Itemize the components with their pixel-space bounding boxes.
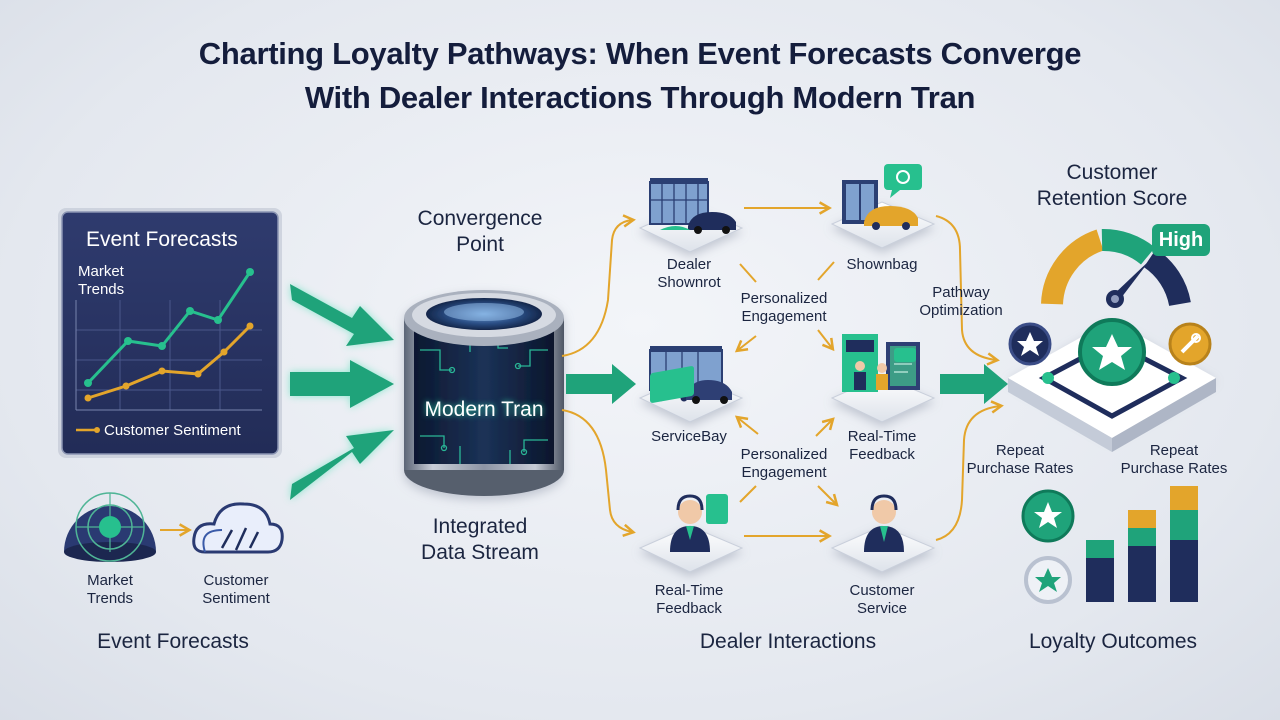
panel-market-trends-label: Market Trends bbox=[78, 263, 125, 298]
node-label-showroom: Dealer Shownrot bbox=[657, 256, 721, 291]
customer-service-agent-icon bbox=[864, 494, 904, 552]
agent-headset-icon bbox=[650, 366, 728, 552]
customer-sentiment-points bbox=[84, 322, 254, 402]
event-forecasts-section-label: Event Forecasts bbox=[97, 630, 249, 653]
repeat-purchase-label-right: Repeat Purchase Rates bbox=[1120, 442, 1228, 477]
pathway-optimization-label: Pathway Optimization bbox=[919, 284, 1003, 319]
node-label-customer-service: Customer Service bbox=[849, 582, 915, 617]
engagement-label-mid: Personalized Engagement bbox=[740, 446, 828, 481]
loyalty-outcomes-section-label: Loyalty Outcomes bbox=[1028, 630, 1198, 653]
wrench-medal-gold-icon bbox=[1168, 322, 1212, 366]
panel-sentiment-legend: Customer Sentiment bbox=[104, 422, 241, 439]
customer-sentiment-line bbox=[87, 324, 252, 400]
star-medal-teal-icon bbox=[1078, 318, 1146, 386]
showroom-building-icon bbox=[649, 178, 736, 234]
output-arrow bbox=[566, 364, 636, 404]
market-trends-line bbox=[86, 271, 252, 385]
customer-sentiment-label: Customer Sentiment bbox=[202, 572, 270, 607]
panel-title: Event Forecasts bbox=[86, 228, 238, 251]
loyalty-medal-teal-icon bbox=[1021, 489, 1075, 543]
loyalty-bar-mid-3 bbox=[1170, 510, 1198, 540]
customer-sentiment-cloud-icon bbox=[192, 502, 284, 554]
gauge-high-label: High bbox=[1158, 229, 1204, 251]
engagement-label-top: Personalized Engagement bbox=[740, 290, 828, 325]
market-trends-label: Market Trends bbox=[86, 572, 134, 607]
market-trends-points bbox=[84, 268, 254, 387]
loyalty-medal-silver-icon bbox=[1024, 556, 1072, 604]
dealer-tiles bbox=[638, 164, 936, 573]
event-forecasts-panel bbox=[58, 208, 282, 458]
cylinder-label: Modern Tran bbox=[424, 398, 544, 421]
convergence-heading: Convergence Point bbox=[417, 207, 543, 256]
title-line-1: Charting Loyalty Pathways: When Event Fo… bbox=[198, 36, 1082, 71]
retention-gauge bbox=[1041, 224, 1210, 308]
modern-tran-cylinder bbox=[404, 290, 564, 496]
market-trends-radar-icon bbox=[64, 492, 156, 562]
outcome-arrow bbox=[940, 364, 1008, 404]
star-medal-navy-icon bbox=[1008, 322, 1052, 366]
feedback-kiosk-icon bbox=[842, 334, 920, 392]
node-label-feedback-mid: Real-Time Feedback bbox=[847, 428, 917, 463]
showbag-display-icon bbox=[842, 164, 922, 230]
title-line-2: With Dealer Interactions Through Modern … bbox=[304, 80, 976, 115]
dealer-connectors bbox=[561, 201, 1004, 543]
loyalty-bar-cap-1 bbox=[1086, 540, 1114, 558]
loyalty-bar-cap-3 bbox=[1170, 486, 1198, 510]
integrated-stream-heading: Integrated Data Stream bbox=[421, 515, 539, 564]
dealer-interactions-section-label: Dealer Interactions bbox=[699, 630, 877, 653]
loyalty-bar-cap-2 bbox=[1128, 510, 1156, 528]
gauge-needle bbox=[1106, 260, 1150, 308]
repeat-purchase-label-left: Repeat Purchase Rates bbox=[966, 442, 1074, 477]
convergence-arrows bbox=[290, 284, 394, 500]
node-label-showbag: Shownbag bbox=[846, 256, 918, 273]
node-label-service-bay: ServiceBay bbox=[651, 428, 727, 445]
arrow-middle bbox=[290, 360, 394, 408]
arrow-lower bbox=[290, 430, 394, 500]
arrow-upper bbox=[290, 284, 394, 346]
loyalty-bars bbox=[1086, 486, 1198, 602]
retention-score-title: Customer Retention Score bbox=[1036, 161, 1188, 210]
node-label-feedback-bottom: Real-Time Feedback bbox=[654, 582, 724, 617]
page-title: Charting Loyalty Pathways: When Event Fo… bbox=[0, 32, 1280, 120]
gauge-high-badge bbox=[1152, 224, 1210, 256]
loyalty-bar-mid-2 bbox=[1128, 528, 1156, 546]
